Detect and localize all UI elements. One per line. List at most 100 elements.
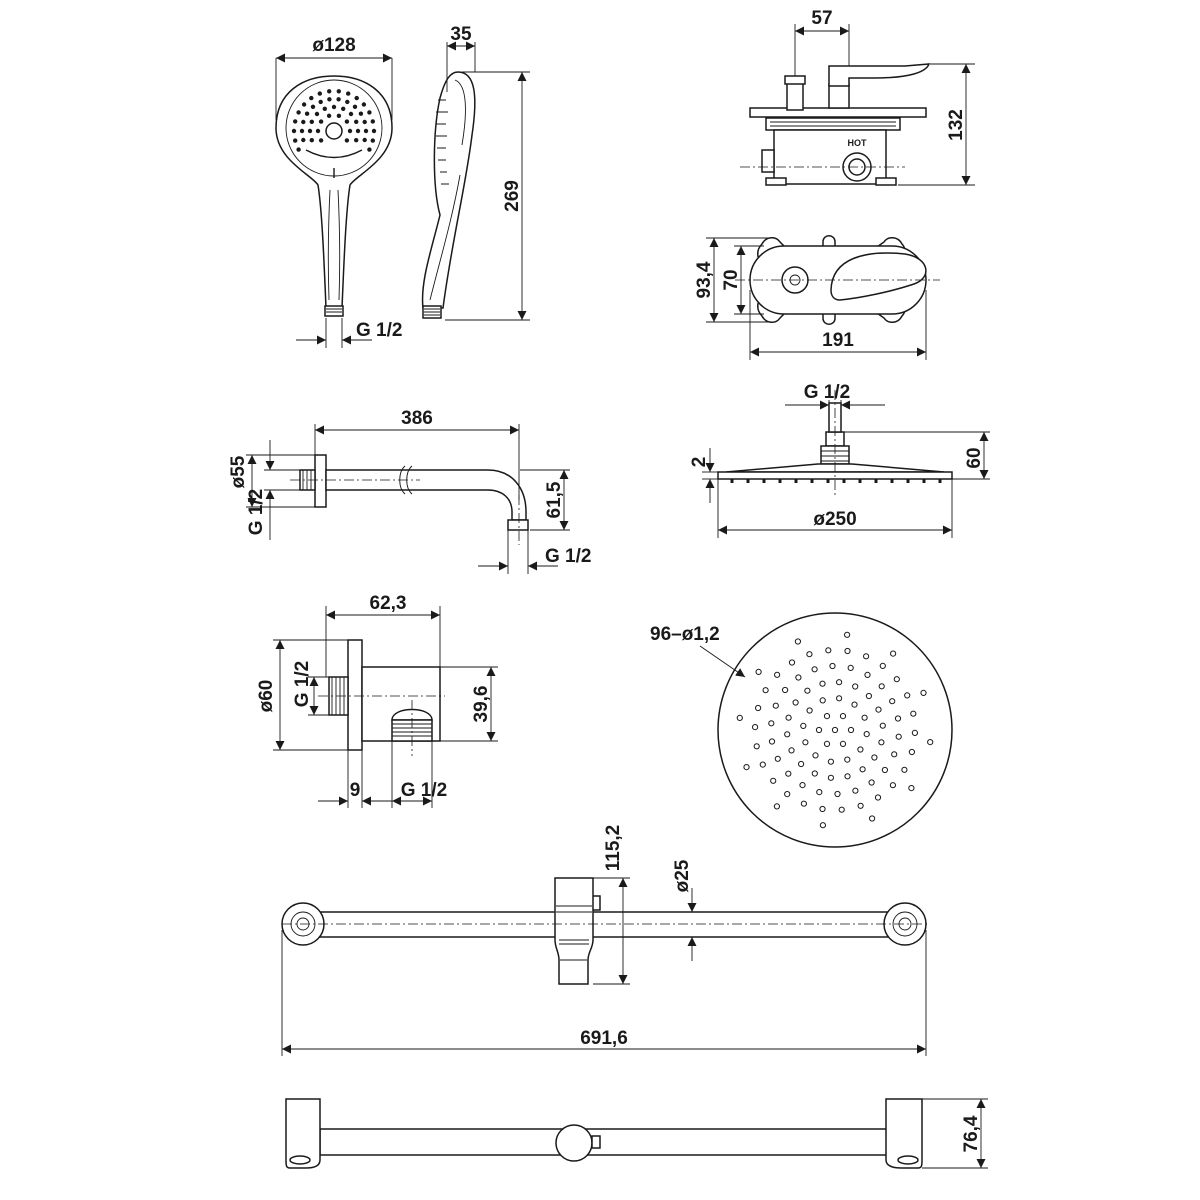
mixer-depth-label: 132 [946, 109, 967, 141]
nozzle-dot [304, 111, 310, 116]
nozzle-dot [878, 683, 885, 690]
arm-drop-dimension: 61,5 [520, 469, 570, 531]
elbow-outlet-thread-dimension: G 1/2 [391, 741, 447, 808]
hand-diameter-dimension: ø128 [275, 35, 393, 120]
nozzle-dot [799, 782, 806, 789]
nozzle-dot [318, 99, 323, 105]
nozzle-dot [851, 701, 858, 708]
plate-width-label: 191 [822, 330, 854, 351]
hand-height-label: 269 [502, 180, 523, 212]
nozzle-dot [318, 138, 324, 143]
nozzle-dot [301, 102, 307, 107]
nozzle-dot [331, 104, 337, 110]
nozzle-dot [857, 802, 864, 809]
nozzle-dot [347, 128, 353, 134]
nozzle-dot [823, 713, 831, 720]
plate-outer-height-label: 93,4 [694, 261, 715, 298]
elbow-height-label: 39,6 [471, 686, 492, 723]
nozzle-tip [730, 479, 734, 483]
nozzle-dot [836, 695, 843, 702]
nozzle-dot [844, 631, 851, 638]
arm-length-dimension: 386 [314, 408, 520, 500]
nozzle-dot [857, 746, 864, 753]
nozzle-dot [834, 790, 841, 798]
head-diameter-dimension: ø250 [717, 479, 953, 538]
nozzle-dot [823, 740, 831, 748]
nozzle-dot [291, 128, 297, 134]
elbow-flange-label: ø60 [256, 680, 277, 713]
arm-flange-label: ø55 [228, 455, 249, 488]
head-thread-label: G 1/2 [804, 382, 850, 403]
nozzle-dot [336, 113, 342, 119]
head-plate-thickness-label: 2 [689, 457, 710, 468]
nozzle-dot [348, 111, 354, 117]
nozzle-dot [908, 748, 916, 756]
nozzle-tip [858, 479, 862, 483]
nozzle-dot [863, 653, 870, 660]
nozzle-dot [819, 805, 826, 813]
slide-rail-front-view [281, 877, 930, 985]
nozzle-dot [354, 95, 359, 101]
nozzle-dot [299, 128, 305, 134]
nozzle-dot [768, 720, 775, 727]
elbow-offset-label: 9 [350, 780, 361, 801]
arm-flange-dimensions: ø55 G 1/2 [228, 440, 315, 540]
nozzle-dot [838, 806, 845, 813]
nozzle-dot [792, 699, 799, 706]
nozzle-dot [861, 714, 868, 721]
nozzle-dot [354, 138, 359, 143]
rail-depth-label: 76,4 [961, 1115, 982, 1152]
nozzle-dot [815, 726, 823, 734]
nozzle-tip [794, 479, 798, 483]
nozzle-dot [788, 747, 795, 754]
nozzle-dot [370, 138, 375, 143]
nozzle-dot [839, 740, 847, 748]
mixer-handle-offset-label: 57 [811, 8, 832, 29]
nozzle-dot [301, 119, 306, 125]
nozzle-dot [371, 128, 377, 134]
rail-length-label: 691,6 [580, 1028, 628, 1049]
nozzle-dot [345, 99, 350, 105]
elbow-outlet-thread-label: G 1/2 [401, 780, 447, 801]
nozzle-dot [370, 119, 375, 124]
nozzle-dot [868, 779, 875, 786]
nozzle-dot [908, 785, 915, 792]
arm-drop-label: 61,5 [544, 481, 565, 518]
nozzle-dot [362, 119, 367, 125]
nozzle-dot [802, 739, 809, 746]
nozzle-dot [794, 638, 802, 645]
nozzle-dot [788, 659, 796, 666]
mixer-plate-front-view [735, 235, 940, 325]
overhead-shower-side-view [717, 390, 953, 495]
nozzle-dot [911, 729, 919, 737]
nozzle-dot [800, 800, 808, 807]
nozzle-dot [878, 739, 885, 746]
nozzle-dot [293, 138, 298, 143]
nozzle-dot [844, 773, 851, 780]
nozzle-dot [315, 128, 321, 134]
nozzle-dot [762, 687, 769, 694]
nozzle-dot [768, 738, 776, 745]
nozzle-dot [367, 110, 372, 115]
nozzle-dot [812, 752, 819, 759]
nozzle-dot [344, 138, 350, 143]
nozzle-dot [798, 760, 805, 768]
elbow-inlet-thread-label: G 1/2 [292, 661, 313, 707]
hand-depth-dimension: 35 [446, 24, 476, 92]
nozzle-dot [358, 111, 364, 116]
nozzle-dot [772, 702, 779, 709]
plate-width-dimension: 191 [749, 290, 927, 360]
nozzle-dot [736, 714, 743, 722]
hand-thread-label: G 1/2 [356, 320, 402, 341]
nozzle-dot [869, 815, 876, 822]
wall-elbow-view [318, 639, 445, 756]
nozzle-dot [875, 706, 882, 713]
elbow-length-dimension: 62,3 [325, 593, 441, 677]
nozzle-dot [782, 686, 789, 694]
rail-length-dimension: 691,6 [281, 930, 927, 1056]
head-plate-thickness-dimension: 2 [689, 448, 718, 503]
nozzle-dot [893, 676, 900, 683]
plate-height-dimensions: 93,4 70 [694, 237, 768, 323]
nozzle-dot [770, 777, 777, 784]
